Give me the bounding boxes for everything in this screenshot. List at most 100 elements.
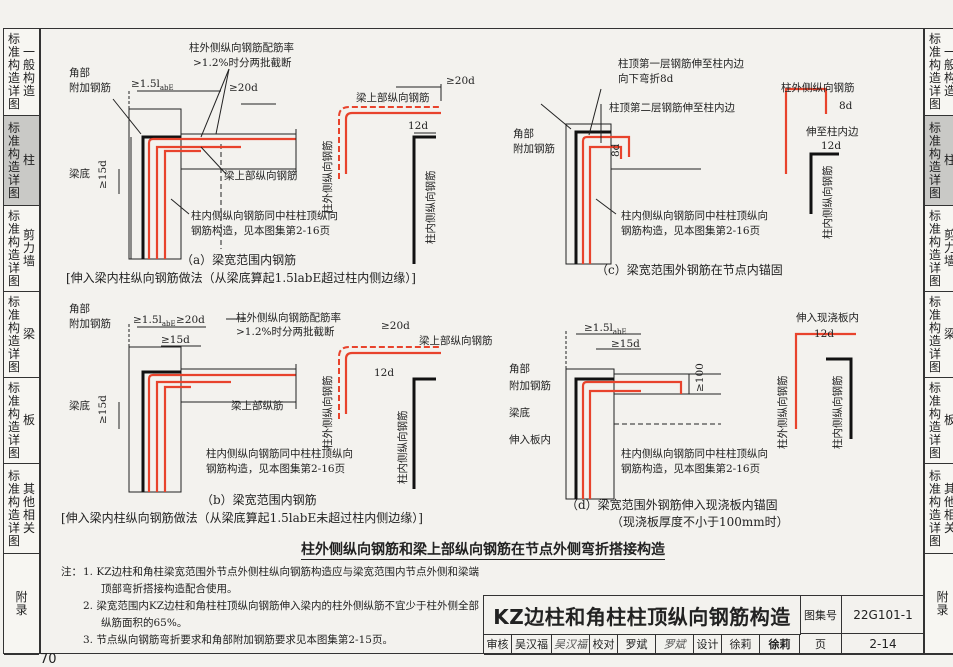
label-b-corner2: 附加钢筋 <box>69 317 111 330</box>
label-c-top2: 向下弯折8d <box>618 72 674 85</box>
review-label: 审核 <box>484 634 512 655</box>
label-b-20d: ≥20d <box>176 314 205 326</box>
left-tab-main: 标准构造详图 <box>7 294 20 374</box>
left-tab-4[interactable]: 标准构造详图板 <box>4 378 39 464</box>
left-tab-6[interactable]: 附录 <box>4 554 39 655</box>
label-a-d-top: 梁上部纵向钢筋 <box>356 91 430 104</box>
right-tab-0[interactable]: 标准构造详图一般构造 <box>925 29 953 116</box>
label-c-top1: 柱顶第一层钢筋伸至柱内边 <box>618 57 744 70</box>
label-b-topbar: 梁上部纵筋 <box>231 399 284 412</box>
left-tab-1[interactable]: 标准构造详图柱 <box>4 116 39 206</box>
check-signature: 罗斌 <box>656 634 694 655</box>
label-c-d-12d: 12d <box>821 140 841 152</box>
label-c-8d: 8d <box>610 143 622 157</box>
note-1: 1. KZ边柱和角柱梁宽范围外节点外侧柱纵向钢筋构造应与梁宽范围内节点外侧和梁端… <box>83 566 479 595</box>
right-tab-sub: 柱 <box>943 153 953 167</box>
label-c-d-reach: 伸至柱内边 <box>806 125 859 138</box>
label-d-d-12d: 12d <box>814 328 834 340</box>
label-d-d-inner: 柱内侧纵向钢筋 <box>831 376 844 450</box>
label-b-d-top: 梁上部纵向钢筋 <box>419 334 493 347</box>
label-a-liangdi: 梁底 <box>69 167 90 180</box>
left-tab-sub: 板 <box>22 413 35 427</box>
design-label: 设计 <box>694 634 722 655</box>
right-tab-4[interactable]: 标准构造详图板 <box>925 378 953 464</box>
label-b-d-20d: ≥20d <box>381 320 410 332</box>
left-tab-main: 标准构造详图 <box>7 468 20 548</box>
right-tab-6[interactable]: 附录 <box>925 554 953 655</box>
page-code: 2-14 <box>842 634 925 655</box>
label-c-top3: 柱顶第二层钢筋伸至柱内边 <box>609 101 735 114</box>
right-tab-5[interactable]: 标准构造详图其他相关 <box>925 464 953 554</box>
caption-d2: （现浇板厚度不小于100mm时） <box>611 515 789 529</box>
detail-d <box>565 329 856 500</box>
label-a-rate2: >1.2%时分两批截断 <box>193 56 292 69</box>
label-a-d-inner: 柱内侧纵向钢筋 <box>424 171 437 245</box>
review-signature: 吴汉福 <box>552 634 590 655</box>
detail-drawings: 角部 附加钢筋 柱外侧纵向钢筋配筋率 >1.2%时分两批截断 ≥1.5labE … <box>69 41 859 500</box>
label-b-d-outer: 柱外侧纵向钢筋 <box>321 376 334 450</box>
left-tab-main: 标准构造详图 <box>7 208 20 288</box>
label-a-15labe: ≥1.5labE <box>131 78 174 92</box>
label-b-15d: ≥15d <box>97 395 109 424</box>
left-tab-5[interactable]: 标准构造详图其他相关 <box>4 464 39 554</box>
right-sidebar: 标准构造详图一般构造标准构造详图柱标准构造详图剪力墙标准构造详图梁标准构造详图板… <box>924 28 953 655</box>
review-name: 吴汉福 <box>512 634 552 655</box>
label-b-rate2: >1.2%时分两批截断 <box>236 325 335 338</box>
label-b-d-12d: 12d <box>374 367 394 379</box>
label-d-inner1: 柱内侧纵向钢筋同中柱柱顶纵向 <box>621 447 768 460</box>
design-signature: 徐莉 <box>760 634 800 655</box>
label-b-15labe: ≥1.5labE <box>133 314 176 328</box>
label-b-d-inner: 柱内侧纵向钢筋 <box>396 411 409 485</box>
right-tab-2[interactable]: 标准构造详图剪力墙 <box>925 206 953 292</box>
left-tab-main: 标准构造详图 <box>7 32 20 111</box>
note-3: 3. 节点纵向钢筋弯折要求和角部附加钢筋要求见本图集第2-15页。 <box>83 634 393 646</box>
label-a-corner: 角部 <box>69 66 90 79</box>
right-tab-sub: 剪力墙 <box>943 228 953 268</box>
left-tab-main: 标准构造详图 <box>7 380 20 460</box>
right-tab-main: 标准构造详图 <box>928 294 941 374</box>
check-name: 罗斌 <box>618 634 656 655</box>
label-d-100: ≥100 <box>694 363 706 392</box>
right-tab-1[interactable]: 标准构造详图柱 <box>925 116 953 206</box>
drawing-frame: 角部 附加钢筋 柱外侧纵向钢筋配筋率 >1.2%时分两批截断 ≥1.5labE … <box>40 28 925 655</box>
caption-a: （a）梁宽范围内钢筋 <box>181 253 297 267</box>
check-label: 校对 <box>590 634 618 655</box>
right-tab-main: 标准构造详图 <box>928 380 941 460</box>
right-tab-3[interactable]: 标准构造详图梁 <box>925 292 953 378</box>
left-tab-3[interactable]: 标准构造详图梁 <box>4 292 39 378</box>
label-a-corner2: 附加钢筋 <box>69 81 111 94</box>
right-tab-main: 标准构造详图 <box>928 468 941 548</box>
label-c-d-8d: 8d <box>839 100 853 112</box>
label-a-topbar: 梁上部纵向钢筋 <box>224 169 298 182</box>
caption-b: （b）梁宽范围内钢筋 <box>201 493 317 507</box>
label-d-15labe: ≥1.5labE <box>584 322 627 336</box>
label-a-inner2: 钢筋构造，见本图集第2-16页 <box>191 224 330 237</box>
left-sidebar: 标准构造详图一般构造标准构造详图柱标准构造详图剪力墙标准构造详图梁标准构造详图板… <box>3 28 40 655</box>
page-label: 页 <box>800 634 842 655</box>
detail-a <box>112 68 442 264</box>
design-name: 徐莉 <box>722 634 760 655</box>
right-tab-sub: 板 <box>943 413 953 427</box>
left-tab-2[interactable]: 标准构造详图剪力墙 <box>4 206 39 292</box>
label-b-corner: 角部 <box>69 302 90 315</box>
right-tab-sub: 梁 <box>943 327 953 341</box>
label-d-inner2: 钢筋构造，见本图集第2-16页 <box>621 462 760 475</box>
right-tab-sub: 一般构造 <box>943 45 953 98</box>
caption-b2: [伸入梁内柱纵向钢筋做法（从梁底算起1.5labE未超过柱内侧边缘）] <box>61 511 423 525</box>
page-number: 70 <box>40 652 57 667</box>
label-d-d-outer: 柱外侧纵向钢筋 <box>776 376 789 450</box>
right-tab-main: 标准构造详图 <box>928 208 941 288</box>
label-c-inner1: 柱内侧纵向钢筋同中柱柱顶纵向 <box>621 209 768 222</box>
label-c-corner2: 附加钢筋 <box>513 142 555 155</box>
caption-d: （d）梁宽范围外钢筋伸入现浇板内锚固 <box>566 498 778 512</box>
label-a-d-20d: ≥20d <box>446 75 475 87</box>
label-b-liangdi: 梁底 <box>69 399 90 412</box>
title-block: KZ边柱和角柱柱顶纵向钢筋构造 图集号 22G101-1 审核 吴汉福 吴汉福 … <box>483 595 925 655</box>
right-tab-main: 标准构造详图 <box>928 32 941 111</box>
label-a-15d: ≥15d <box>97 160 109 189</box>
left-tab-0[interactable]: 标准构造详图一般构造 <box>4 29 39 116</box>
left-tab-sub: 其他相关 <box>22 481 35 535</box>
label-c-d-outer: 柱外侧纵向钢筋 <box>781 81 855 94</box>
label-a-rate: 柱外侧纵向钢筋配筋率 <box>189 41 294 54</box>
label-d-corner: 角部 <box>509 362 530 375</box>
